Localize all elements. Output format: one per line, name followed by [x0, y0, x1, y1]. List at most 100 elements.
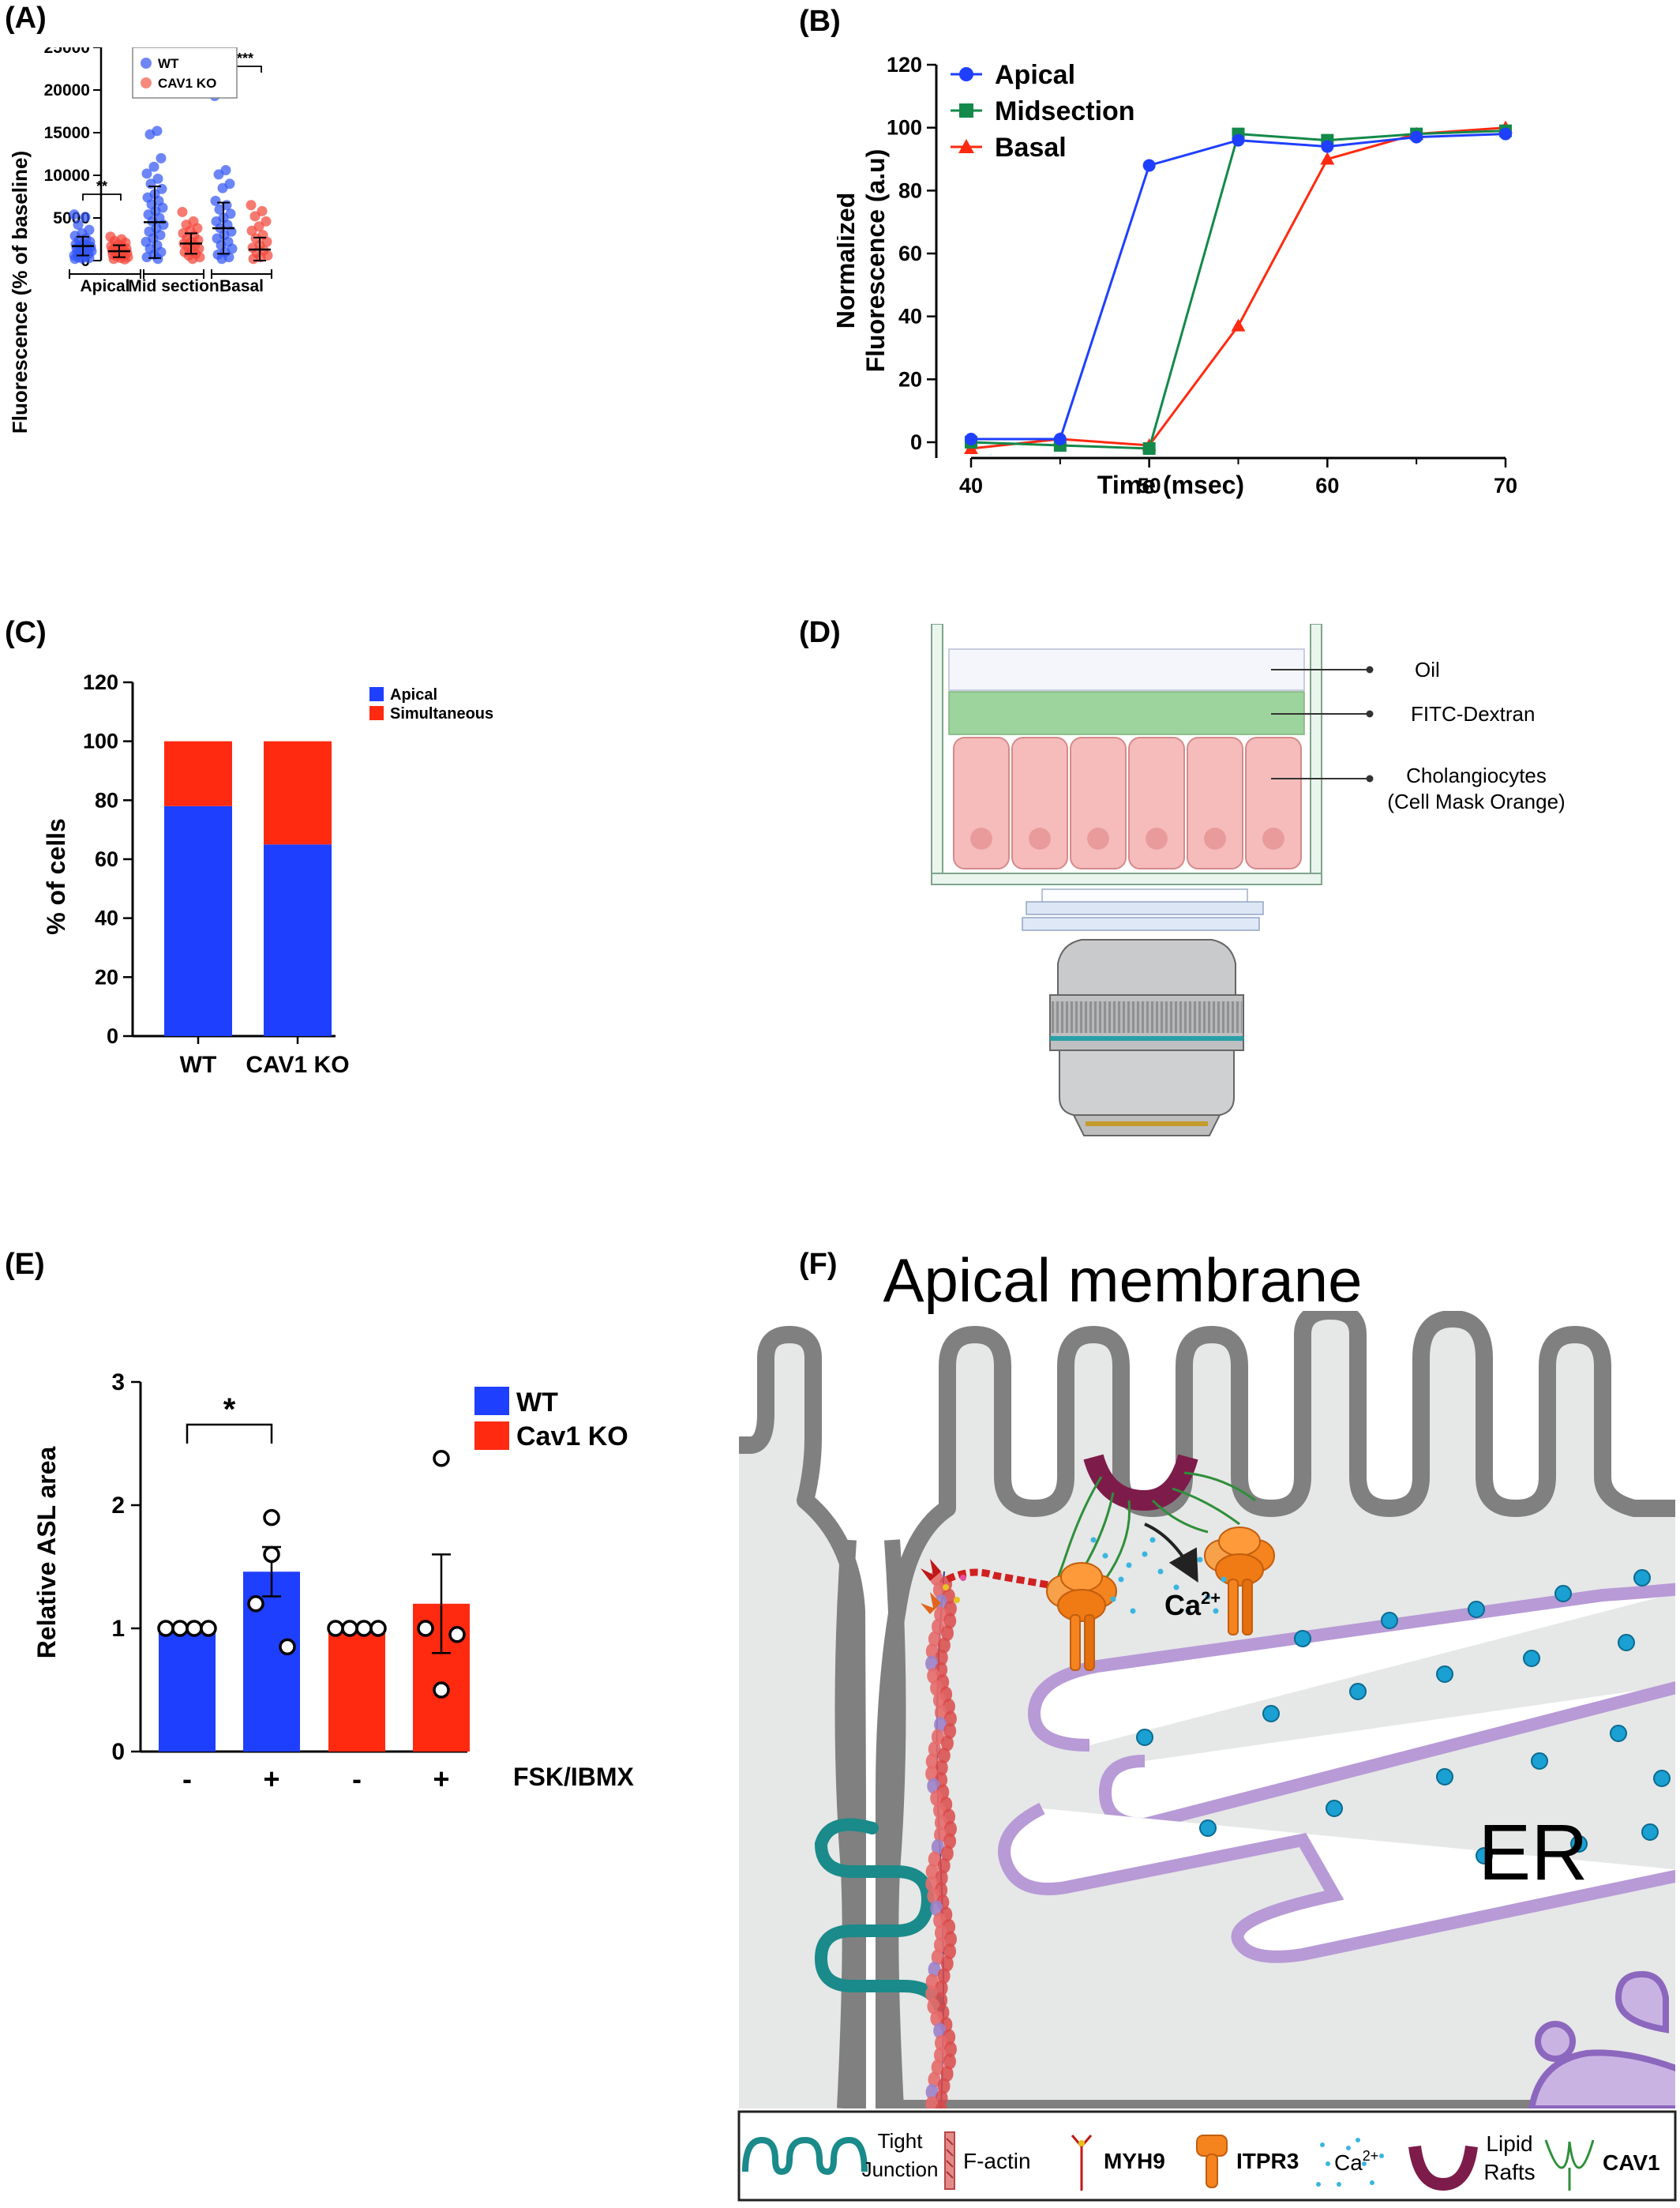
- legend-simultaneous-label: Simultaneous: [390, 705, 493, 723]
- panel-label-f: (F): [799, 1248, 838, 1281]
- label-cell-mask-orange: (Cell Mask Orange): [1387, 790, 1565, 813]
- actin-monomer: [933, 1913, 947, 1928]
- actin-monomer: [930, 1900, 943, 1917]
- actin-monomer: [940, 1955, 954, 1972]
- label-cholangiocytes: Cholangiocytes: [1406, 764, 1547, 787]
- marker-apical: [1410, 130, 1423, 144]
- chart-e-bars: [157, 1449, 470, 1752]
- actin-monomer: [928, 1851, 941, 1868]
- data-point: [119, 253, 130, 265]
- data-point: [200, 1620, 217, 1637]
- marker-apical: [1053, 433, 1067, 446]
- marker-apical: [1499, 127, 1512, 141]
- data-point: [417, 1620, 434, 1637]
- actin-monomer: [932, 1619, 945, 1635]
- group-label: Basal: [219, 277, 264, 295]
- callout-lines: [1271, 669, 1370, 779]
- actin-monomer: [934, 2035, 947, 2051]
- diagram-f-legend: Tight Junction F-actin MYH9 ITPR3 Ca2+ L…: [737, 2110, 1677, 2202]
- group-label: Apical: [80, 277, 129, 295]
- chart-a: 0500010000150002000025000 ********** Api…: [8, 47, 273, 434]
- y-tick-label: 10000: [44, 167, 90, 185]
- calcium-label: Ca2+: [1164, 1588, 1221, 1621]
- actin-monomer: [927, 1778, 940, 1794]
- data-point: [448, 1626, 466, 1643]
- lipid-raft: [1083, 1454, 1198, 1511]
- data-point: [263, 1508, 280, 1526]
- legend-calcium-icon: [1316, 2138, 1384, 2187]
- significance-label: **: [96, 178, 107, 194]
- itpr3-channel: [1228, 1579, 1239, 1635]
- cholangiocyte-layer: [953, 737, 1302, 869]
- legend-tight-junction-icon: [742, 2136, 868, 2176]
- actin-monomer: [935, 1980, 948, 1996]
- er-calcium-dot: [1554, 1585, 1572, 1602]
- er-calcium-dot: [1436, 1768, 1453, 1786]
- x-tick-label: 70: [1494, 474, 1517, 498]
- actin-monomer: [940, 1735, 954, 1752]
- er-calcium-dot: [1326, 1800, 1343, 1817]
- actin-monomer: [937, 1748, 951, 1763]
- actin-monomer: [925, 1655, 939, 1672]
- cell-nucleus: [1262, 828, 1284, 850]
- itpr3-subunit: [1218, 1526, 1261, 1556]
- calcium-particle: [1142, 1551, 1148, 1557]
- group-label: Mid section: [128, 277, 219, 295]
- chamber-well: [931, 624, 1322, 885]
- actin-monomer: [941, 1625, 954, 1641]
- actin-monomer: [943, 1710, 957, 1727]
- actin-monomer: [937, 1637, 951, 1654]
- bar-cav1-ko: [328, 1628, 385, 1752]
- cholangiocyte: [1187, 737, 1243, 869]
- data-point: [263, 1545, 280, 1564]
- legend-calcium-particle: [1337, 2182, 1341, 2187]
- y-tick-label: 80: [95, 788, 118, 812]
- y-tick-label: 15000: [44, 124, 90, 142]
- diagram-f: Apical membrane: [737, 1245, 1677, 2202]
- data-point: [433, 1449, 450, 1467]
- itpr3-subunit: [1057, 1589, 1106, 1622]
- actin-monomer: [943, 2041, 957, 2057]
- er-calcium-dot: [1476, 1847, 1493, 1864]
- actin-monomer: [937, 1857, 951, 1874]
- er-label: ER: [1479, 1808, 1588, 1897]
- calcium-particle: [1213, 1608, 1219, 1614]
- chart-b-lines: [964, 120, 1513, 455]
- er-calcium-dot: [1262, 1705, 1280, 1722]
- legend-calcium-particle: [1379, 2154, 1384, 2158]
- data-point: [148, 161, 159, 172]
- legend-wt-label: WT: [158, 56, 179, 71]
- er-calcium-dot: [1618, 1634, 1635, 1651]
- chart-c-legend: Apical Simultaneous: [369, 686, 493, 723]
- actin-monomer: [925, 1753, 939, 1770]
- stage-base: [1022, 917, 1260, 931]
- calcium-particle: [1130, 1608, 1136, 1614]
- series-line-basal: [970, 126, 1506, 450]
- actin-monomer: [932, 1692, 946, 1708]
- data-point: [186, 1620, 203, 1637]
- data-point: [214, 204, 225, 215]
- actin-monomer: [943, 2053, 956, 2070]
- x-tick-label: CAV1 KO: [246, 1052, 349, 1078]
- data-point: [69, 253, 81, 265]
- y-tick-label: 40: [898, 305, 922, 329]
- er-calcium-dot: [1349, 1683, 1367, 1700]
- legend-label: Midsection: [995, 96, 1135, 126]
- marker-midsection: [1142, 441, 1156, 455]
- y-tick-label: 0: [111, 1739, 125, 1765]
- legend-e-wt-label: WT: [516, 1388, 558, 1418]
- data-point: [216, 253, 227, 265]
- actin-monomer: [927, 1998, 940, 2015]
- myh9: [921, 1559, 1063, 1614]
- cholangiocyte: [953, 737, 1010, 869]
- calcium-label-base: Ca: [1164, 1589, 1202, 1621]
- actin-monomer: [925, 2096, 939, 2108]
- y-tick-label: 20: [95, 965, 118, 989]
- legend-myh9-label: MYH9: [1104, 2149, 1165, 2173]
- cholangiocyte: [1128, 737, 1185, 869]
- itpr3-channel: [1242, 1579, 1253, 1635]
- chart-a-legend: WT CAV1 KO: [132, 47, 238, 99]
- data-point: [210, 195, 221, 206]
